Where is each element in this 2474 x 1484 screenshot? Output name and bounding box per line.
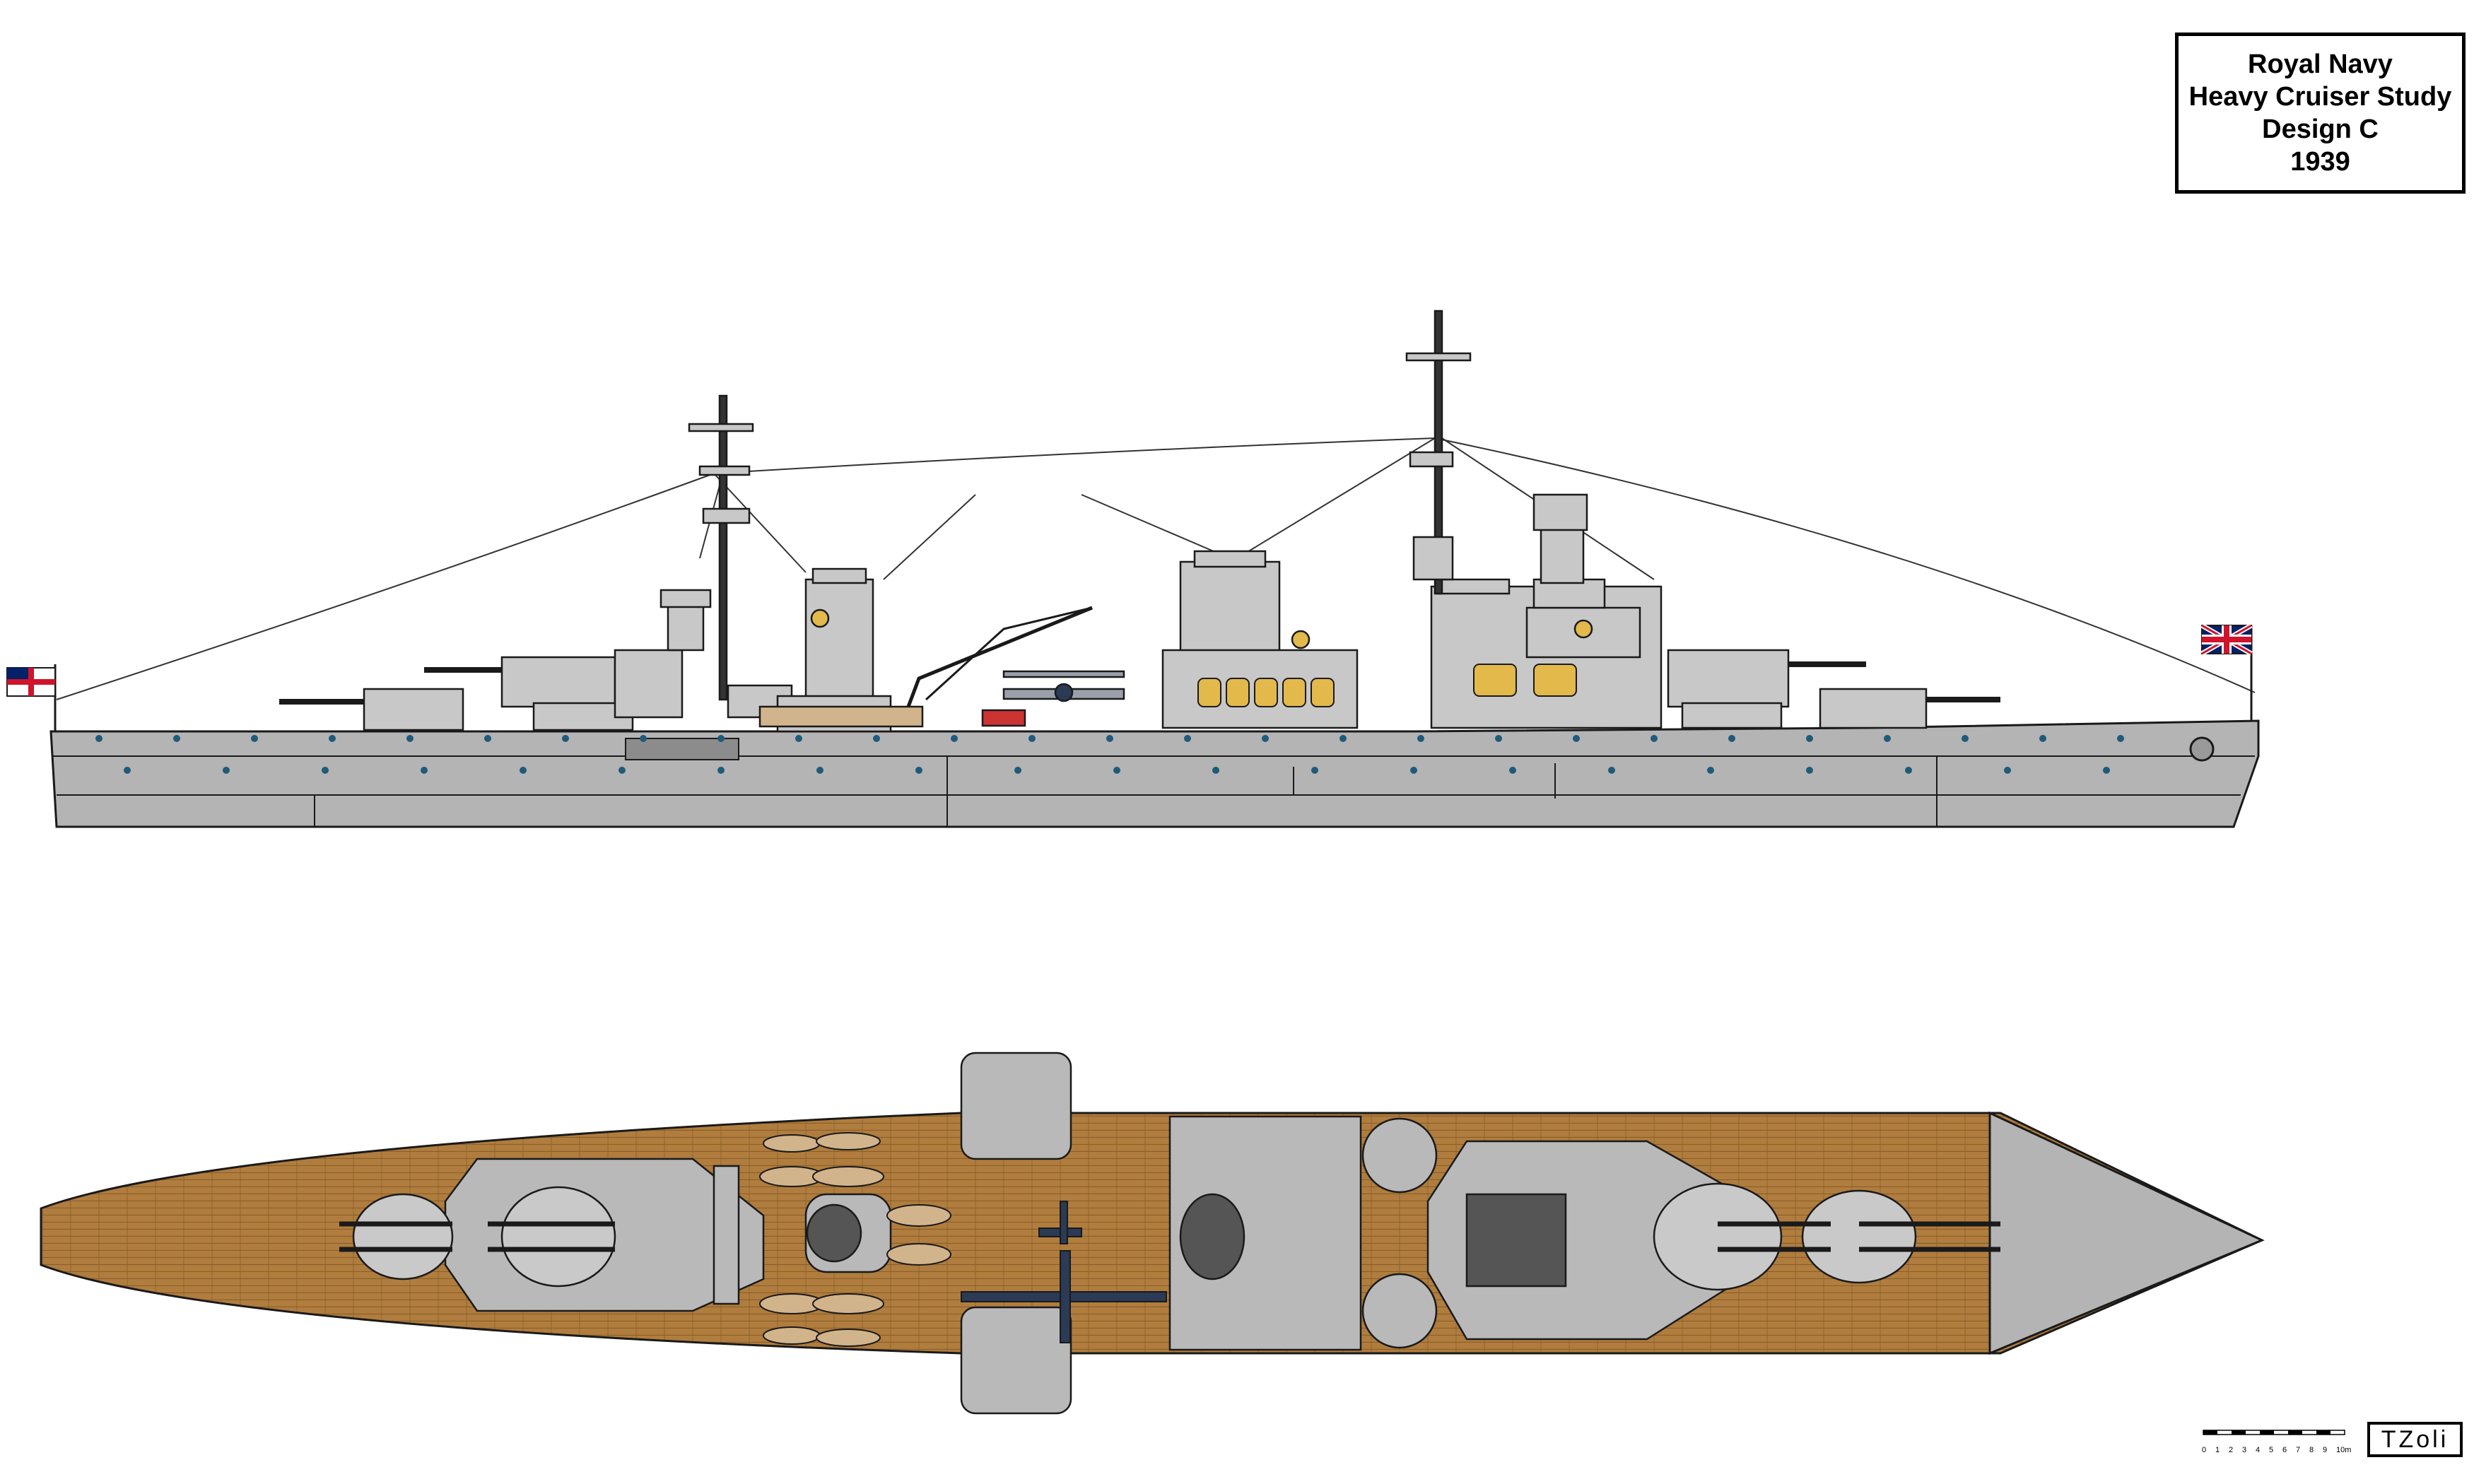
porthole (1417, 735, 1424, 742)
scale-label: 5 (2269, 1446, 2274, 1454)
hull-profile (49, 719, 2260, 828)
porthole (1262, 735, 1269, 742)
scale-label: 0 (2202, 1446, 2207, 1454)
porthole (915, 767, 922, 774)
porthole-row (95, 735, 2124, 774)
porthole (1339, 735, 1347, 742)
porthole (873, 735, 880, 742)
porthole (95, 735, 102, 742)
scale-label: 8 (2309, 1446, 2314, 1454)
porthole (1608, 767, 1615, 774)
porthole (1184, 735, 1191, 742)
porthole (2039, 735, 2046, 742)
ship-side-profile (6, 310, 2260, 828)
porthole (2004, 767, 2011, 774)
scale-label: 6 (2282, 1446, 2287, 1454)
porthole (1905, 767, 1912, 774)
scale-label: 7 (2296, 1446, 2301, 1454)
porthole (1573, 735, 1580, 742)
porthole (1962, 735, 1969, 742)
porthole (1495, 735, 1502, 742)
porthole (251, 735, 258, 742)
porthole (1113, 767, 1120, 774)
porthole (124, 767, 131, 774)
ships-boats-plan (759, 1132, 951, 1347)
porthole (1806, 735, 1813, 742)
union-jack-flag-icon (2200, 623, 2253, 721)
porthole (1410, 767, 1417, 774)
scale-label: 1 (2215, 1446, 2220, 1454)
porthole (717, 767, 725, 774)
porthole (816, 767, 823, 774)
porthole (2117, 735, 2124, 742)
porthole (1884, 735, 1891, 742)
scale-label: 3 (2242, 1446, 2247, 1454)
rigging-lines (56, 437, 2256, 700)
aircraft-plan (961, 1201, 1167, 1343)
porthole (520, 767, 527, 774)
aircraft-profile (1002, 670, 1125, 702)
porthole (618, 767, 626, 774)
porthole (1707, 767, 1714, 774)
title-study: Heavy Cruiser Study (2188, 82, 2452, 112)
white-ensign-flag-icon (6, 664, 57, 731)
porthole (1728, 735, 1735, 742)
porthole (223, 767, 230, 774)
porthole (484, 735, 491, 742)
porthole (717, 735, 725, 742)
porthole (1106, 735, 1113, 742)
scale-label: 4 (2256, 1446, 2261, 1454)
scale-label: 2 (2229, 1446, 2234, 1454)
porthole (1509, 767, 1516, 774)
porthole (1806, 767, 1813, 774)
porthole (1212, 767, 1219, 774)
superstructure (279, 310, 2000, 733)
porthole (322, 767, 329, 774)
porthole (795, 735, 802, 742)
aft-turret-y (363, 688, 464, 731)
main-turrets-plan (339, 1182, 2000, 1291)
title-design: Design C (2262, 114, 2379, 144)
porthole (951, 735, 958, 742)
title-year: 1939 (2290, 147, 2350, 177)
porthole (329, 735, 336, 742)
signature-text: TZoli (2381, 1425, 2449, 1453)
porthole (562, 735, 569, 742)
superstructure-plan (444, 1052, 1754, 1415)
porthole (1014, 767, 1021, 774)
porthole (421, 767, 428, 774)
scale-label: 10m (2336, 1446, 2352, 1454)
porthole (2103, 767, 2110, 774)
porthole (1651, 735, 1658, 742)
porthole (640, 735, 647, 742)
porthole (406, 735, 414, 742)
artist-signature: TZoli (2367, 1422, 2463, 1457)
porthole (1311, 767, 1318, 774)
title-block: Royal Navy Heavy Cruiser Study Design C … (2175, 33, 2466, 194)
porthole (1028, 735, 1036, 742)
porthole (173, 735, 180, 742)
scale-label: 9 (2323, 1446, 2328, 1454)
title-navy: Royal Navy (2248, 49, 2393, 79)
